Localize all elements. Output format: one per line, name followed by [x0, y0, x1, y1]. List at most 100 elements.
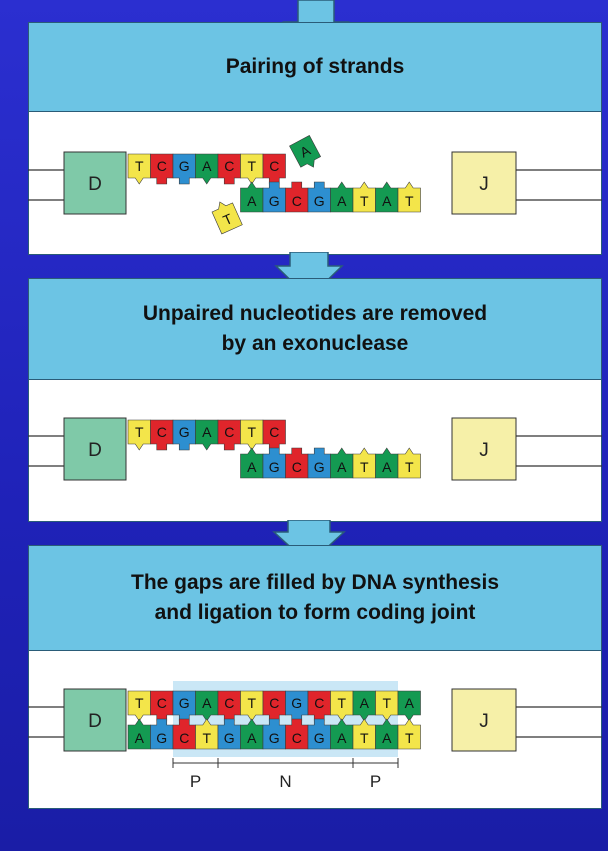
top-nucleotide: C — [150, 419, 174, 451]
segment-label: J — [479, 440, 489, 461]
segment-label: J — [479, 174, 489, 195]
base-letter: A — [382, 193, 392, 209]
base-letter: A — [337, 459, 347, 475]
top-nucleotide: C — [262, 153, 286, 185]
region-label: P — [190, 772, 201, 791]
overhang-top: A — [289, 135, 322, 168]
base-letter: A — [382, 459, 392, 475]
bottom-nucleotide: A — [240, 181, 264, 213]
base-letter: G — [314, 730, 325, 746]
segment-J: J — [451, 151, 517, 215]
base-letter: T — [135, 695, 144, 711]
bottom-nucleotide: T — [397, 447, 421, 479]
segment-label: D — [88, 711, 102, 732]
base-letter: T — [360, 193, 369, 209]
base-letter: G — [179, 695, 190, 711]
top-nucleotide: T — [127, 153, 151, 185]
segment-D: D — [63, 417, 127, 481]
segment-label: J — [479, 711, 489, 732]
segment-J: J — [451, 417, 517, 481]
top-nucleotide: C — [150, 153, 174, 185]
base-letter: G — [269, 730, 280, 746]
base-letter: G — [224, 730, 235, 746]
top-nucleotide: C — [262, 419, 286, 451]
bottom-nucleotide: G — [307, 447, 331, 479]
bottom-nucleotide: G — [262, 181, 286, 213]
base-letter: T — [337, 695, 346, 711]
base-letter: A — [360, 695, 370, 711]
base-letter: A — [247, 730, 257, 746]
top-nucleotide: A — [195, 419, 219, 451]
bottom-nucleotide: C — [285, 181, 309, 213]
base-letter: G — [179, 158, 190, 174]
base-letter: C — [269, 424, 279, 440]
step-2-header: Unpaired nucleotides are removed by an e… — [28, 278, 602, 380]
base-letter: T — [360, 459, 369, 475]
top-nucleotide: A — [397, 690, 421, 722]
bottom-nucleotide: T — [352, 181, 376, 213]
bottom-nucleotide: C — [285, 447, 309, 479]
bottom-nucleotide: C — [285, 718, 309, 750]
bottom-nucleotide: G — [217, 718, 241, 750]
base-letter: C — [157, 424, 167, 440]
base-letter: T — [202, 730, 211, 746]
overhang-nucleotide: A — [289, 135, 322, 168]
segment-J: J — [451, 688, 517, 752]
segment-D: D — [63, 151, 127, 215]
base-letter: C — [224, 695, 234, 711]
bottom-nucleotide: A — [330, 718, 354, 750]
base-letter: C — [179, 730, 189, 746]
top-nucleotide: G — [172, 153, 196, 185]
bottom-nucleotide: G — [307, 718, 331, 750]
segment-D: D — [63, 688, 127, 752]
bottom-nucleotide: G — [262, 718, 286, 750]
top-nucleotide: C — [217, 153, 241, 185]
top-nucleotide: T — [240, 419, 264, 451]
bottom-nucleotide: A — [240, 718, 264, 750]
region-label: P — [370, 772, 381, 791]
base-letter: G — [314, 459, 325, 475]
top-nucleotide: T — [240, 153, 264, 185]
base-letter: T — [135, 158, 144, 174]
top-nucleotide: C — [217, 419, 241, 451]
top-nucleotide: T — [127, 690, 151, 722]
base-letter: C — [292, 730, 302, 746]
base-letter: T — [247, 158, 256, 174]
base-letter: A — [382, 730, 392, 746]
top-nucleotide: C — [150, 690, 174, 722]
step-1-title: Pairing of strands — [225, 55, 405, 78]
overhang-bottom: T — [211, 201, 243, 235]
step-3-title-line-2: and ligation to form coding joint — [154, 601, 476, 624]
base-letter: A — [247, 193, 257, 209]
base-letter: A — [202, 695, 212, 711]
base-letter: A — [337, 193, 347, 209]
bottom-nucleotide: T — [397, 181, 421, 213]
base-letter: T — [405, 730, 414, 746]
bottom-nucleotide: G — [307, 181, 331, 213]
bottom-nucleotide: A — [375, 447, 399, 479]
base-letter: A — [202, 424, 212, 440]
base-letter: C — [269, 695, 279, 711]
base-letter: G — [269, 193, 280, 209]
base-letter: C — [224, 424, 234, 440]
base-letter: G — [269, 459, 280, 475]
base-letter: A — [337, 730, 347, 746]
region-label: N — [279, 772, 291, 791]
base-letter: C — [269, 158, 279, 174]
top-nucleotide: T — [127, 419, 151, 451]
top-nucleotide: G — [172, 419, 196, 451]
bottom-nucleotide: G — [150, 718, 174, 750]
bottom-nucleotide: A — [127, 718, 151, 750]
base-letter: A — [405, 695, 415, 711]
bottom-nucleotide: T — [195, 718, 219, 750]
base-letter: T — [247, 424, 256, 440]
bottom-nucleotide: T — [352, 718, 376, 750]
top-nucleotide: A — [195, 153, 219, 185]
bottom-nucleotide: A — [375, 181, 399, 213]
base-letter: T — [360, 730, 369, 746]
bottom-nucleotide: A — [330, 447, 354, 479]
